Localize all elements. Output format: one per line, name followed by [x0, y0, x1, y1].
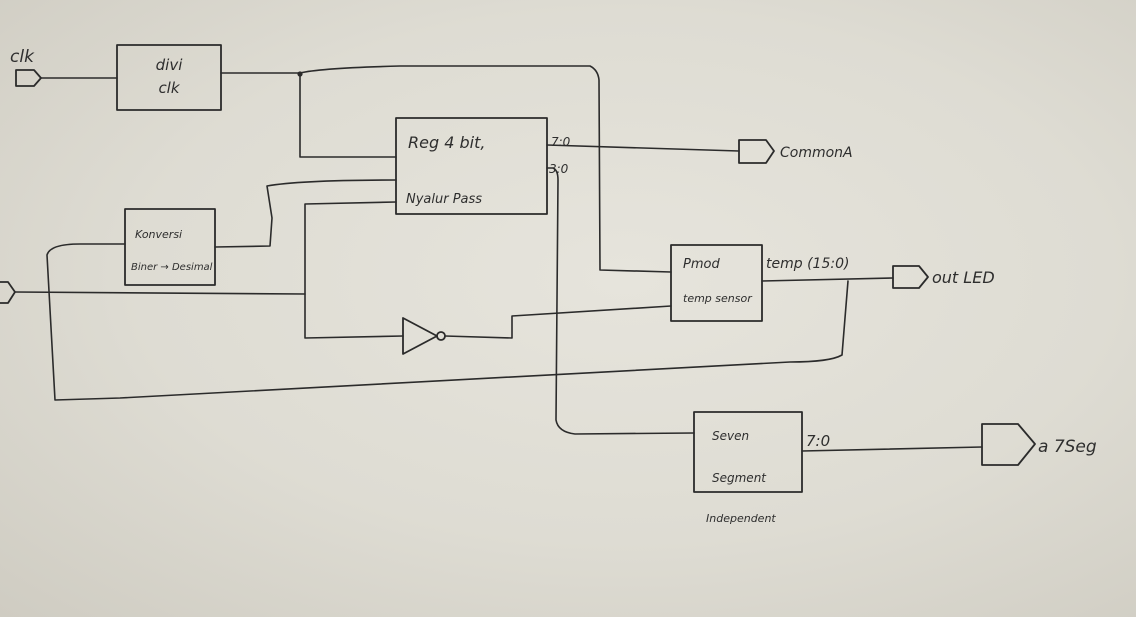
converter-label-2: Biner → Desimal — [131, 262, 213, 273]
seven-segment-label-1: Seven — [712, 429, 749, 443]
seven-segment-label-2: Segment — [712, 471, 767, 485]
out-led-label: out LED — [932, 268, 995, 287]
converter-label-1: Konversi — [135, 228, 182, 241]
temp-sensor-label-1: Pmod — [683, 257, 720, 272]
seg-output-port: a 7Seg — [981, 423, 1097, 466]
clk-input-label: clk — [10, 47, 35, 67]
common-a-output-port: CommonA — [738, 139, 853, 164]
clk-input-port: clk — [10, 47, 42, 87]
seven-segment-block: Seven Segment Independent 7:0 — [693, 411, 830, 525]
out-led-output-port: out LED — [892, 265, 995, 289]
temp-sensor-label-2: temp sensor — [683, 292, 753, 305]
register-block: Reg 4 bit, Nyalur Pass 7:0 3:0 — [395, 117, 571, 215]
divider-label-1: divi — [156, 56, 184, 74]
temp-sensor-block: Pmod temp sensor temp (15:0) — [670, 244, 849, 322]
divider-label-2: clk — [158, 79, 180, 97]
clock-junction-dot — [297, 71, 303, 77]
clock-divider-block: divi clk — [116, 44, 222, 111]
left-edge-input-port — [0, 281, 16, 304]
seven-segment-caption: Independent — [706, 512, 776, 525]
temp-bus-label: temp (15:0) — [766, 256, 849, 272]
segment-bus-label: 7:0 — [806, 432, 830, 450]
register-bus-low-label: 3:0 — [549, 162, 569, 176]
seg-output-label: a 7Seg — [1038, 437, 1097, 457]
register-label-1: Reg 4 bit, — [408, 133, 485, 152]
wires — [14, 65, 983, 452]
register-label-2: Nyalur Pass — [406, 192, 482, 207]
converter-block: Konversi Biner → Desimal — [124, 208, 216, 286]
register-bus-high-label: 7:0 — [551, 135, 571, 149]
common-a-label: CommonA — [780, 145, 853, 161]
not-gate — [402, 317, 446, 355]
